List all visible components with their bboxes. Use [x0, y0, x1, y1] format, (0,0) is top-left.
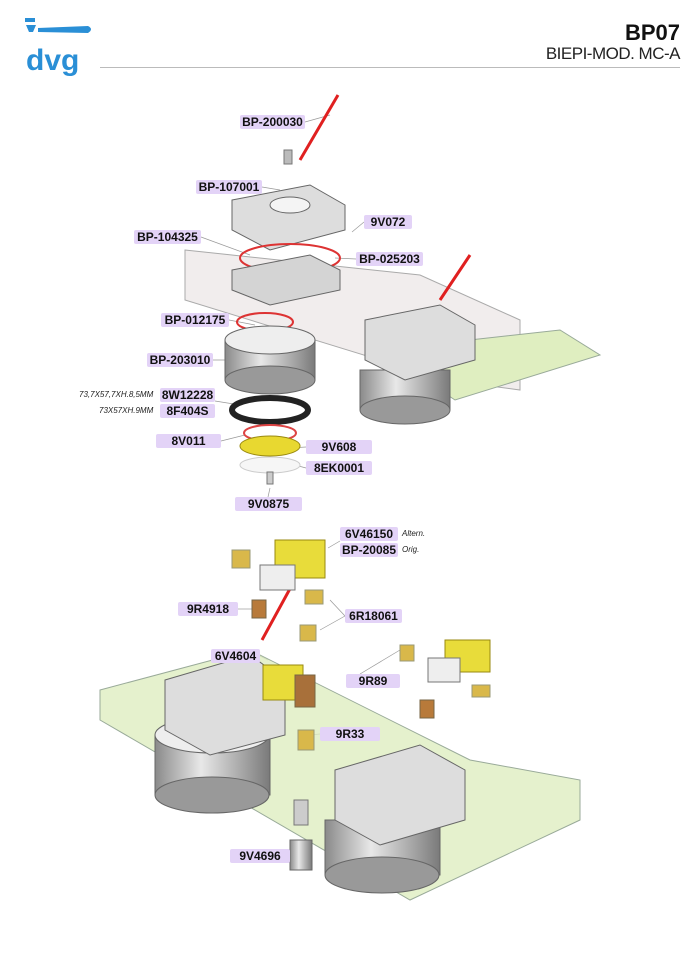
part-label[interactable]: 8V011 — [156, 434, 221, 448]
part-label[interactable]: BP-012175 — [161, 313, 229, 327]
part-label[interactable]: 8F404S — [160, 404, 215, 418]
part-label[interactable]: 9V0875 — [235, 497, 302, 511]
part-label[interactable]: BP-20085 — [340, 543, 398, 557]
part-label[interactable]: BP-200030 — [240, 115, 305, 129]
dimension-note: 73,7X57,7XH.8,5MM — [79, 390, 154, 399]
dvg-logo: dvg — [22, 18, 94, 80]
lower-assembly — [99, 539, 581, 901]
part-label[interactable]: BP-107001 — [196, 180, 262, 194]
alternate-note: Altern. — [402, 529, 426, 538]
page-code: BP07 — [624, 20, 680, 45]
part-label[interactable]: 6V4604 — [211, 649, 260, 663]
dimension-note: 73X57XH.9MM — [99, 406, 154, 415]
upper-assembly — [184, 94, 602, 485]
part-label[interactable]: 9V072 — [364, 215, 412, 229]
part-label[interactable]: BP-203010 — [147, 353, 213, 367]
original-note: Orig. — [402, 545, 420, 554]
part-label[interactable]: 9R33 — [320, 727, 380, 741]
part-label[interactable]: BP-025203 — [356, 252, 423, 266]
part-label[interactable]: 6V46150 — [340, 527, 398, 541]
part-label[interactable]: 9V4696 — [230, 849, 290, 863]
part-label[interactable]: 8EK0001 — [306, 461, 372, 475]
part-label[interactable]: 9R89 — [346, 674, 400, 688]
part-label[interactable]: 9V608 — [306, 440, 372, 454]
header-divider — [100, 67, 680, 68]
part-label[interactable]: 6R18061 — [345, 609, 402, 623]
svg-text:dvg: dvg — [26, 44, 79, 77]
model-name: BIEPI-MOD. MC-A — [545, 44, 681, 63]
part-label[interactable]: BP-104325 — [134, 230, 201, 244]
part-label[interactable]: 9R4918 — [178, 602, 238, 616]
part-label[interactable]: 8W12228 — [160, 388, 215, 402]
